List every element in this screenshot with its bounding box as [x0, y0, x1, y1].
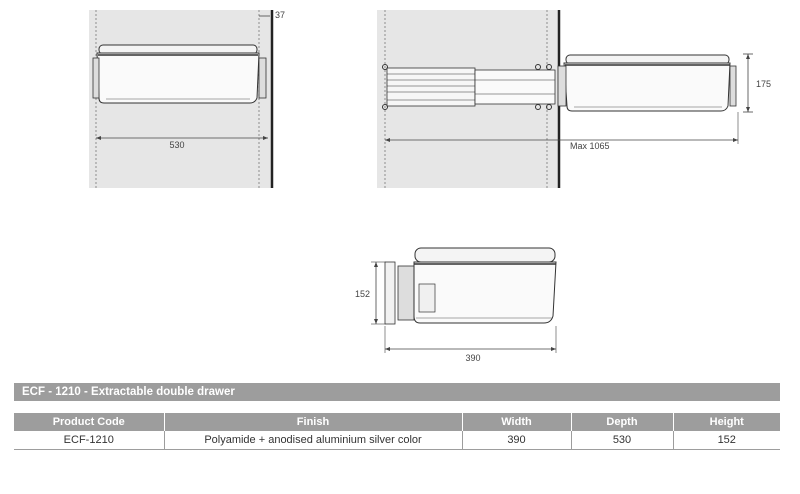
side-view-extended [377, 10, 753, 188]
header-product-code: Product Code [14, 413, 165, 431]
dim-gap-label: 37 [275, 10, 285, 20]
cell-width: 390 [462, 431, 572, 450]
table-header-row: Product Code Finish Width Depth Height [14, 413, 780, 431]
cell-height: 152 [673, 431, 780, 450]
spec-table: Product Code Finish Width Depth Height E… [14, 413, 780, 450]
cell-depth: 530 [571, 431, 674, 450]
header-width: Width [462, 413, 572, 431]
dim-max-label: Max 1065 [570, 141, 610, 151]
header-height: Height [673, 413, 780, 431]
table-row: ECF-1210 Polyamide + anodised aluminium … [14, 431, 780, 450]
product-title: ECF - 1210 - Extractable double drawer [14, 383, 780, 401]
cell-product-code: ECF-1210 [14, 431, 165, 450]
header-depth: Depth [571, 413, 674, 431]
dim-height-label: 175 [756, 79, 771, 89]
dim-front-width-label: 390 [465, 353, 480, 363]
dim-width-label: 530 [169, 140, 184, 150]
cell-finish: Polyamide + anodised aluminium silver co… [164, 431, 463, 450]
front-view [371, 247, 557, 353]
side-view-closed [89, 10, 274, 188]
technical-drawing: 530 37 [89, 10, 771, 363]
dim-front-height-label: 152 [355, 289, 370, 299]
header-finish: Finish [164, 413, 463, 431]
